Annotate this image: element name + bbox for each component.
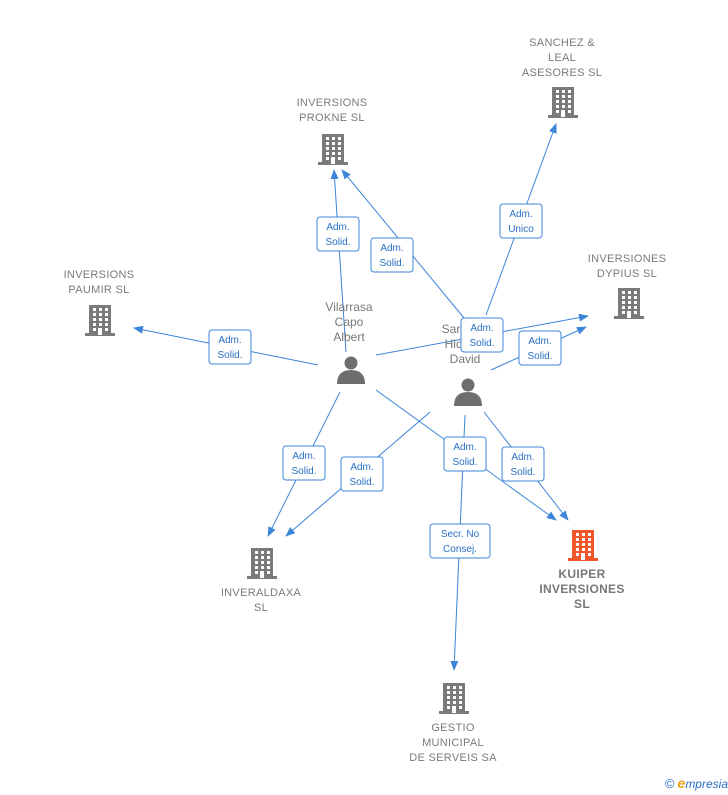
edge-label-text: Adm.	[453, 442, 476, 453]
company-name: LEAL	[548, 52, 576, 64]
company-name: SL	[574, 597, 590, 611]
person-icon	[454, 378, 482, 406]
company-name: INVERSIONS	[64, 269, 135, 281]
brand-initial: e	[677, 775, 686, 791]
edge-label-box	[460, 317, 504, 353]
edge-label-p1-c5[interactable]: Adm. Solid.	[282, 445, 326, 481]
person-name: Vilarrasa	[325, 300, 372, 314]
building-icon	[318, 134, 348, 165]
edge-label-text: Solid.	[510, 467, 535, 478]
edge-label-text: Adm.	[509, 209, 532, 220]
company-name: DYPIUS SL	[597, 268, 657, 280]
brand-name: mpresia	[685, 777, 728, 791]
company-node-c7[interactable]: GESTIO MUNICIPAL DE SERVEIS SA	[409, 683, 497, 764]
edge-label-text: Consej.	[443, 544, 477, 555]
edge-label-text: Solid.	[217, 350, 242, 361]
edge-label-p1-c2[interactable]: Adm. Solid.	[316, 216, 360, 252]
building-icon	[548, 87, 578, 118]
building-icon	[85, 305, 115, 336]
edge-label-box	[316, 216, 360, 252]
edge-label-text: Adm.	[326, 222, 349, 233]
edge-label-p1-c3[interactable]: Adm. Solid.	[208, 329, 252, 365]
edge-label-text: Adm.	[380, 243, 403, 254]
edge-label-box	[208, 329, 252, 365]
company-name: KUIPER	[558, 567, 605, 581]
company-node-c1[interactable]: SANCHEZ & LEAL ASESORES SL	[522, 37, 602, 118]
edge-label-text: Adm.	[470, 323, 493, 334]
company-name: INVERSIONES	[588, 253, 667, 265]
company-name: SANCHEZ &	[529, 37, 595, 49]
edge-label-text: Solid.	[469, 338, 494, 349]
edge-label-box	[282, 445, 326, 481]
building-icon	[568, 530, 598, 561]
edge-label-text: Solid.	[325, 237, 350, 248]
copyright-symbol: ©	[664, 776, 675, 791]
edge-label-box	[429, 523, 491, 559]
person-name: David	[450, 352, 481, 366]
edge-label-text: Solid.	[452, 457, 477, 468]
edge-label-text: Solid.	[349, 477, 374, 488]
edge-label-box	[499, 203, 543, 239]
company-name: PROKNE SL	[299, 112, 365, 124]
building-icon	[614, 288, 644, 319]
edge-label-box	[340, 456, 384, 492]
nodes-layer: SANCHEZ & LEAL ASESORES SL INVERSIONS PROKNE…	[64, 37, 667, 764]
footer-brand[interactable]: ©empresia	[665, 775, 728, 791]
company-name: MUNICIPAL	[422, 737, 484, 749]
edge-label-box	[443, 436, 487, 472]
person-icon	[337, 356, 365, 384]
edge-label-p2-c6[interactable]: Adm. Solid.	[501, 446, 545, 482]
edge-label-box	[518, 330, 562, 366]
edge-label-p2-c2[interactable]: Adm. Solid.	[370, 237, 414, 273]
edge-label-box	[501, 446, 545, 482]
edge-label-p1-c4[interactable]: Adm. Solid.	[460, 317, 504, 353]
edge-label-text: Solid.	[527, 351, 552, 362]
building-icon	[247, 548, 277, 579]
person-name: Albert	[333, 330, 365, 344]
edge-label-box	[370, 237, 414, 273]
edge-label-text: Secr. No	[441, 529, 480, 540]
edge-label-text: Adm.	[292, 451, 315, 462]
company-node-c3[interactable]: INVERSIONS PAUMIR SL	[64, 269, 135, 336]
company-name: SL	[254, 602, 268, 614]
edge-label-text: Adm.	[528, 336, 551, 347]
edge-label-text: Adm.	[511, 452, 534, 463]
edge-label-p2-c1[interactable]: Adm. Unico	[499, 203, 543, 239]
edge-labels-layer: Adm. Solid. Adm. Solid. Adm. Solid. Adm. Solid.…	[208, 203, 562, 559]
company-name: INVERSIONES	[539, 582, 624, 596]
edge-line-p1-c2	[330, 169, 347, 353]
company-name: DE SERVEIS SA	[409, 752, 497, 764]
edge-label-p2-c4[interactable]: Adm. Solid.	[518, 330, 562, 366]
person-name: Capo	[335, 315, 364, 329]
edge-label-text: Adm.	[350, 462, 373, 473]
edge-label-text: Adm.	[218, 335, 241, 346]
edge-label-p1-c6[interactable]: Adm. Solid.	[443, 436, 487, 472]
edge-label-text: Solid.	[291, 466, 316, 477]
company-node-c5[interactable]: INVERALDAXA SL	[221, 548, 302, 614]
company-node-c4[interactable]: INVERSIONES DYPIUS SL	[588, 253, 667, 319]
company-name: INVERALDAXA	[221, 587, 302, 599]
building-icon	[439, 683, 469, 714]
edge-label-p2-c7[interactable]: Secr. No Consej.	[429, 523, 491, 559]
edge-label-p2-c5[interactable]: Adm. Solid.	[340, 456, 384, 492]
company-name: INVERSIONS	[297, 97, 368, 109]
company-name: GESTIO	[431, 722, 475, 734]
edge-label-text: Unico	[508, 224, 534, 235]
company-name: PAUMIR SL	[68, 284, 129, 296]
company-node-c2[interactable]: INVERSIONS PROKNE SL	[297, 97, 368, 165]
company-name: ASESORES SL	[522, 67, 602, 79]
edge-label-text: Solid.	[379, 258, 404, 269]
